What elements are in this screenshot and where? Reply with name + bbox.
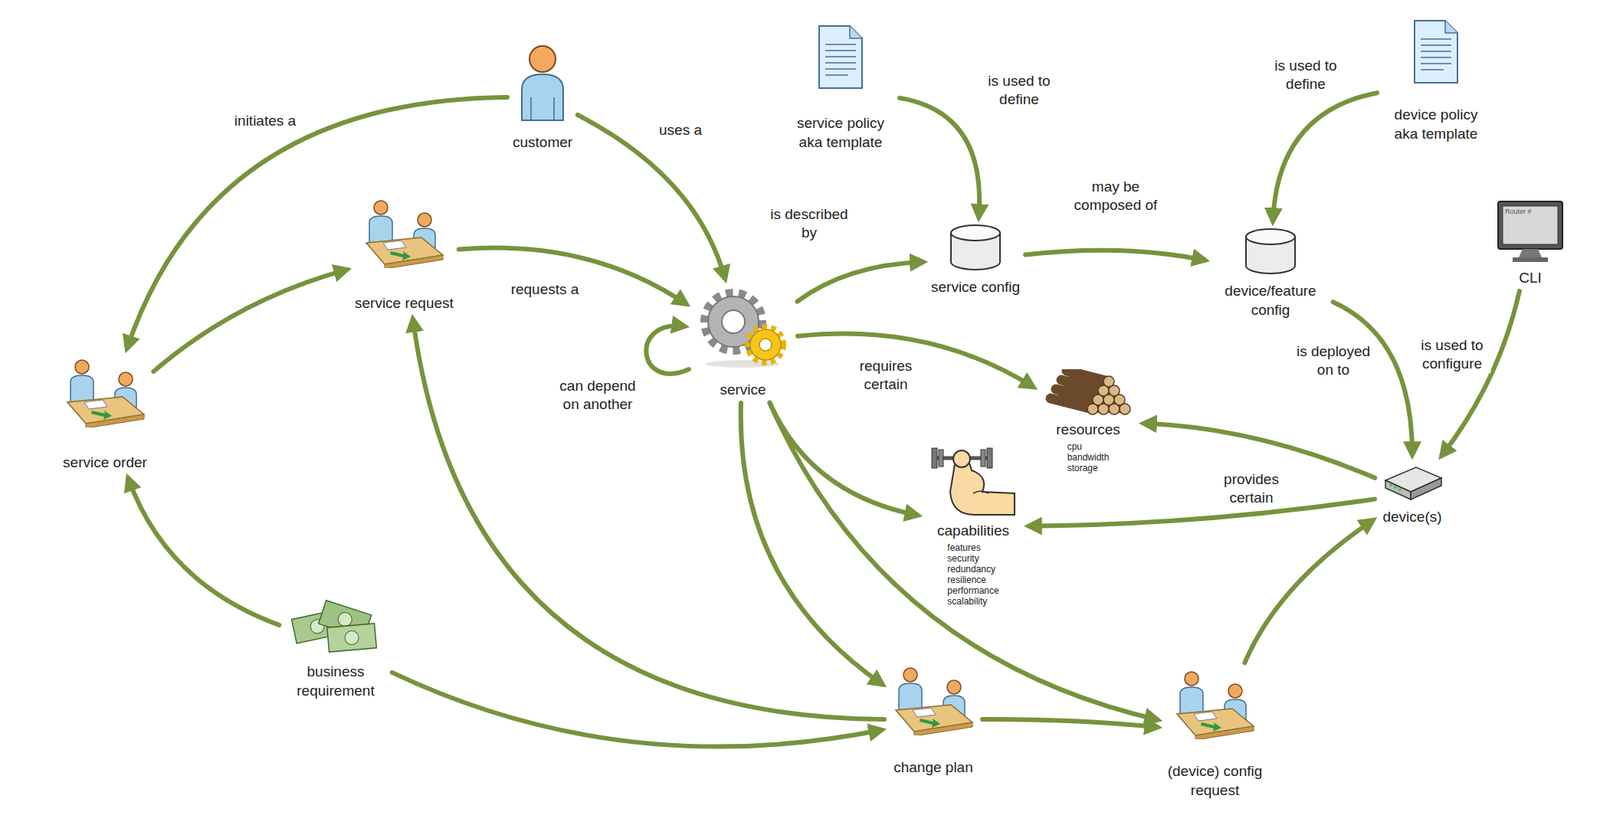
icon-node: service <box>690 283 796 401</box>
curved-arrow <box>1244 520 1373 663</box>
node-label: service config <box>931 277 1020 297</box>
curved-arrow <box>459 248 686 305</box>
icon-space <box>284 591 387 663</box>
gear-icon <box>705 294 783 368</box>
icon-node: device(s) <box>1377 459 1448 528</box>
icon-space <box>514 42 571 133</box>
meeting-icon <box>366 200 443 269</box>
node-label: device(s) <box>1382 507 1442 527</box>
icon-node: device/feature config <box>1209 226 1332 322</box>
curved-arrow <box>796 262 923 302</box>
icon-node: customer <box>509 40 576 154</box>
icon-node: device policy aka template <box>1379 17 1493 145</box>
node-label: service <box>719 380 766 400</box>
icon-node: resourcescpu bandwidth storage <box>1037 367 1139 476</box>
node-label: service order <box>62 452 148 473</box>
curved-arrow <box>1442 291 1520 456</box>
icon-node: business requirement <box>281 590 391 702</box>
icon-node: capabilitiesfeatures security redundancy… <box>922 444 1024 609</box>
node-label: device policy aka template <box>1382 104 1490 144</box>
icon-space <box>1171 666 1260 762</box>
curved-arrow <box>1029 499 1375 527</box>
node-label: service request <box>354 293 454 313</box>
icon-space <box>1040 369 1136 420</box>
edge-label: is used to define <box>1267 56 1345 94</box>
icon-space <box>816 24 866 114</box>
curved-arrow <box>1272 92 1378 221</box>
edge-label: provides certain <box>1214 470 1289 508</box>
curved-arrow <box>899 98 980 217</box>
node-label: (device) config request <box>1165 761 1265 800</box>
node-label: service policy aka template <box>786 113 895 152</box>
database-icon <box>950 225 1000 270</box>
monitor-icon <box>1498 201 1563 263</box>
node-label: customer <box>512 132 573 152</box>
curved-arrow <box>127 478 279 626</box>
money-icon <box>291 600 378 653</box>
icon-space <box>925 445 1021 522</box>
curved-arrow <box>577 114 725 279</box>
edge-label: is deployed on to <box>1291 342 1377 380</box>
meeting-icon <box>1177 672 1254 741</box>
curved-arrow <box>413 319 885 720</box>
node-label: capabilities <box>937 521 1010 541</box>
edge-label: is used to define <box>980 72 1059 109</box>
node-label: device/feature config <box>1213 281 1328 320</box>
detail-list: features security redundancy resilience … <box>947 542 999 607</box>
edge-label: is used to configure <box>1413 336 1492 374</box>
icon-space <box>1380 461 1445 508</box>
detail-list: cpu bandwidth storage <box>1067 441 1110 474</box>
document-icon <box>819 26 863 89</box>
icon-node: service config <box>927 222 1023 299</box>
arm-icon <box>931 448 1015 515</box>
icon-space <box>1242 227 1299 282</box>
logs-icon <box>1050 370 1131 415</box>
edge-label: uses a <box>656 121 705 140</box>
icon-space <box>889 662 978 758</box>
icon-node: service request <box>351 193 457 315</box>
curved-arrow <box>127 97 508 349</box>
screen-text: Router # <box>1504 207 1532 216</box>
curved-arrow <box>769 403 1158 721</box>
icon-node: service policy aka template <box>783 22 898 154</box>
node-label: resources <box>1055 419 1120 440</box>
icon-space <box>693 285 793 381</box>
database-icon <box>1245 229 1296 274</box>
icon-space <box>1411 19 1461 105</box>
curved-arrow <box>153 269 347 372</box>
curved-arrow <box>770 403 919 516</box>
curved-arrow <box>645 325 689 374</box>
document-icon <box>1414 20 1458 83</box>
icon-node: (device) config request <box>1162 665 1268 802</box>
meeting-icon <box>67 360 145 429</box>
icon-space <box>61 354 149 453</box>
device-icon <box>1385 467 1442 500</box>
icon-node: change plan <box>886 661 981 779</box>
node-label: business requirement <box>289 662 382 701</box>
icon-node: service order <box>58 353 152 474</box>
edge-label: is described by <box>765 205 853 243</box>
curved-arrow <box>1025 250 1205 261</box>
edge-label: requests a <box>508 280 582 299</box>
curved-arrow <box>740 403 882 685</box>
node-label: CLI <box>1518 268 1542 288</box>
edge-label: can depend on another <box>553 377 643 414</box>
curved-arrow <box>392 672 882 748</box>
meeting-icon <box>895 668 973 737</box>
node-label: change plan <box>893 757 974 778</box>
edge-label: may be composed of <box>1069 177 1163 215</box>
icon-space <box>360 195 448 294</box>
edge-label: initiates a <box>232 111 299 131</box>
curved-arrow <box>982 719 1158 728</box>
edge-label: requires certain <box>849 357 923 394</box>
person-icon <box>521 45 564 121</box>
icon-space <box>947 223 1004 278</box>
